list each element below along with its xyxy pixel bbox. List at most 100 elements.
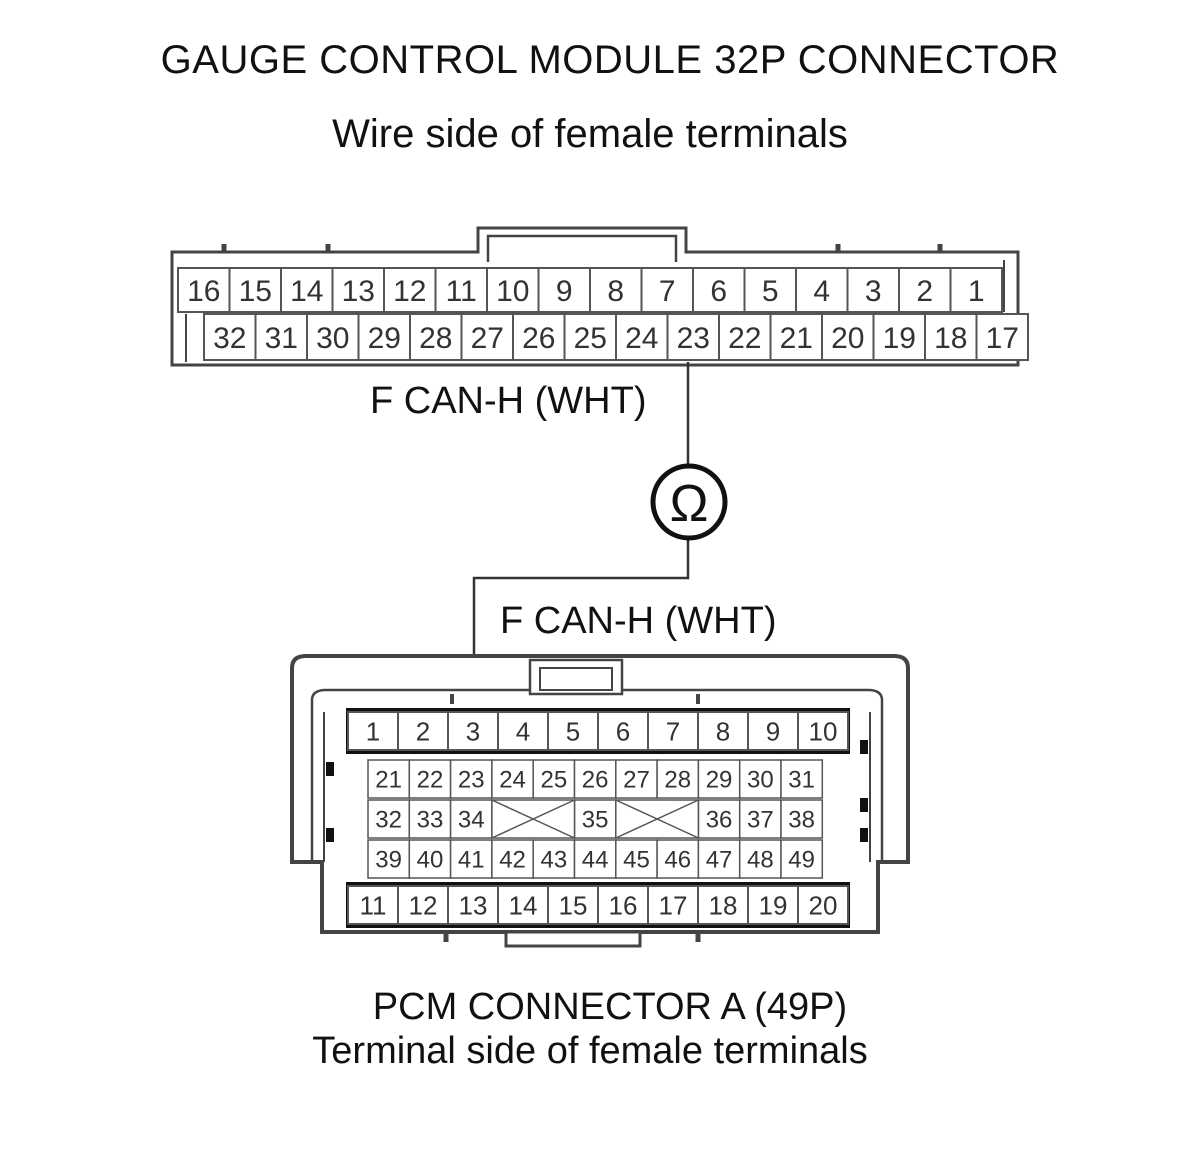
pcm-terminal: 12 [397, 885, 449, 925]
terminal-number: 14 [290, 275, 323, 308]
terminal-number: 48 [747, 847, 774, 874]
pcm-connector-bottom-tab [504, 930, 642, 948]
pcm-terminal: 22 [408, 759, 452, 799]
terminal-number: 29 [368, 322, 401, 355]
ohmmeter-icon: Ω [650, 463, 728, 541]
terminal-number: 29 [706, 767, 733, 794]
terminal-number: 35 [582, 807, 609, 834]
gauge-connector-notch [221, 244, 943, 252]
terminal-number: 1 [366, 716, 380, 746]
pcm-terminal: 35 [573, 799, 617, 839]
diagram-subtitle: Wire side of female terminals [332, 112, 848, 156]
terminal-number: 16 [187, 275, 220, 308]
terminal-number: 17 [659, 890, 688, 920]
pcm-terminal: 13 [447, 885, 499, 925]
gauge-terminal: 26 [512, 313, 566, 361]
terminal-number: 9 [556, 275, 573, 308]
terminal-number: 18 [709, 890, 738, 920]
pcm-terminal: 2 [397, 711, 449, 751]
pcm-terminal: 26 [573, 759, 617, 799]
terminal-number: 30 [747, 767, 774, 794]
terminal-number: 14 [509, 890, 538, 920]
gauge-terminal: 22 [718, 313, 772, 361]
terminal-number: 24 [625, 322, 658, 355]
terminal-number: 15 [559, 890, 588, 920]
gauge-terminal: 9 [537, 267, 591, 313]
terminal-number: 43 [540, 847, 567, 874]
gauge-terminal: 23 [666, 313, 720, 361]
terminal-number: 32 [375, 807, 402, 834]
pcm-terminal: 4 [497, 711, 549, 751]
terminal-number: 10 [809, 716, 838, 746]
terminal-number: 47 [706, 847, 733, 874]
terminal-number: 11 [446, 275, 477, 308]
gauge-terminal: 19 [872, 313, 926, 361]
gauge-terminal: 24 [615, 313, 669, 361]
terminal-number: 25 [574, 322, 607, 355]
terminal-number: 27 [471, 322, 504, 355]
pcm-terminal: 37 [738, 799, 782, 839]
wire-meter-to-pcm [472, 536, 690, 712]
gauge-terminal: 31 [254, 313, 308, 361]
pcm-terminal: 15 [547, 885, 599, 925]
pcm-terminal: 45 [615, 839, 658, 879]
wire-label-gauge: F CAN-H (WHT) [370, 380, 647, 422]
pcm-terminal: 32 [367, 799, 411, 839]
terminal-number: 31 [788, 767, 815, 794]
gauge-terminal: 13 [331, 267, 385, 313]
pcm-terminal: 7 [647, 711, 699, 751]
blocked-cavity [615, 799, 700, 839]
terminal-number: 46 [664, 847, 691, 874]
pcm-terminal: 46 [656, 839, 700, 879]
pcm-terminal: 10 [797, 711, 849, 751]
pcm-terminal: 36 [697, 799, 741, 839]
terminal-number: 4 [516, 716, 530, 746]
pcm-terminal: 47 [697, 839, 741, 879]
terminal-number: 10 [496, 275, 529, 308]
terminal-number: 24 [499, 767, 526, 794]
terminal-number: 25 [540, 767, 567, 794]
pcm-connector-subtitle: Terminal side of female terminals [312, 1030, 868, 1072]
terminal-number: 20 [831, 322, 864, 355]
pcm-terminal: 16 [597, 885, 649, 925]
pcm-terminal: 42 [491, 839, 534, 879]
pcm-terminal: 21 [367, 759, 411, 799]
gauge-terminal: 4 [795, 267, 849, 313]
gauge-terminal: 7 [640, 267, 694, 313]
gauge-terminal: 25 [563, 313, 617, 361]
gauge-terminal: 5 [743, 267, 797, 313]
gauge-terminal: 2 [898, 267, 952, 313]
terminal-number: 32 [213, 322, 246, 355]
terminal-number: 12 [393, 275, 426, 308]
pcm-connector-title: PCM CONNECTOR A (49P) [372, 986, 848, 1028]
gauge-terminal: 17 [975, 313, 1029, 361]
terminal-number: 11 [360, 890, 387, 920]
pcm-terminal: 41 [449, 839, 493, 879]
gauge-terminal: 14 [280, 267, 334, 313]
pcm-terminal: 5 [547, 711, 599, 751]
terminal-number: 2 [916, 275, 933, 308]
gauge-terminal: 20 [821, 313, 875, 361]
pcm-terminal: 29 [697, 759, 741, 799]
gauge-terminal: 21 [769, 313, 823, 361]
pcm-terminal: 1 [347, 711, 399, 751]
pcm-terminal: 43 [532, 839, 576, 879]
gauge-terminal: 28 [409, 313, 463, 361]
terminal-number: 13 [342, 275, 375, 308]
terminal-number: 23 [458, 767, 485, 794]
terminal-number: 28 [419, 322, 452, 355]
gauge-terminal: 27 [460, 313, 514, 361]
pcm-terminal: 11 [347, 885, 399, 925]
terminal-number: 17 [986, 322, 1019, 355]
terminal-number: 26 [522, 322, 555, 355]
pcm-terminal: 19 [747, 885, 799, 925]
terminal-number: 6 [616, 716, 630, 746]
pcm-terminal: 9 [747, 711, 799, 751]
pcm-terminal: 40 [408, 839, 452, 879]
diagram-title: GAUGE CONTROL MODULE 32P CONNECTOR [160, 38, 1060, 82]
pcm-terminal: 38 [780, 799, 824, 839]
terminal-number: 27 [623, 767, 650, 794]
pcm-terminal: 23 [449, 759, 493, 799]
terminal-number: 12 [409, 890, 438, 920]
terminal-number: 23 [677, 322, 710, 355]
